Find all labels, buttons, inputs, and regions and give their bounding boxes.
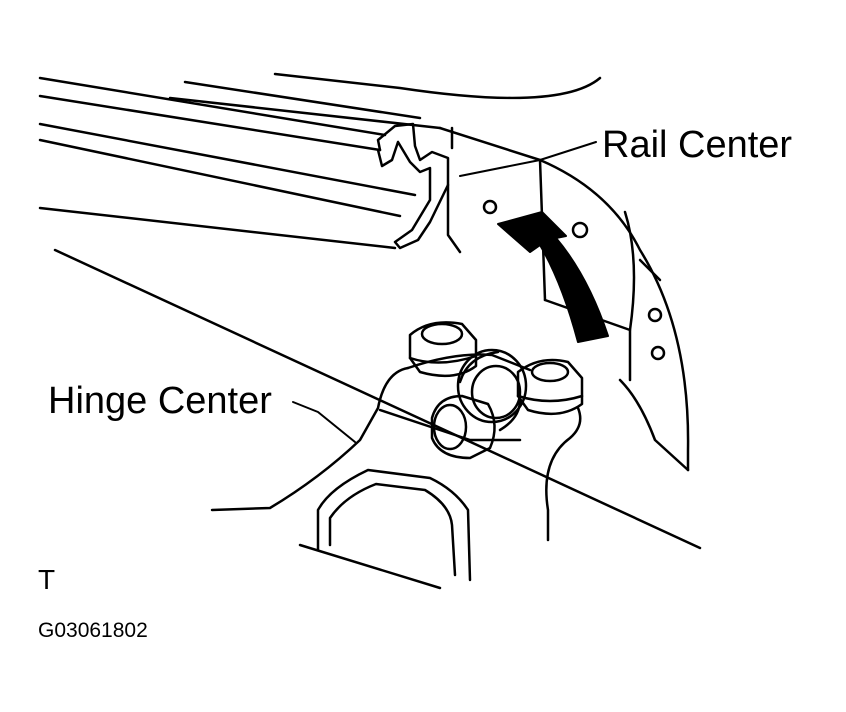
rail-center-leader-line <box>459 141 597 177</box>
rail-center-label: Rail Center <box>602 124 793 166</box>
rotation-arrow-icon <box>497 211 609 343</box>
hinge-center-leader-line <box>292 401 356 443</box>
hinge-bracket <box>210 321 584 582</box>
view-letter: T <box>38 564 56 595</box>
hinge-center-label: Hinge Center <box>48 380 272 422</box>
sliding-door-rail <box>38 76 702 590</box>
figure-code: G03061802 <box>38 619 148 642</box>
